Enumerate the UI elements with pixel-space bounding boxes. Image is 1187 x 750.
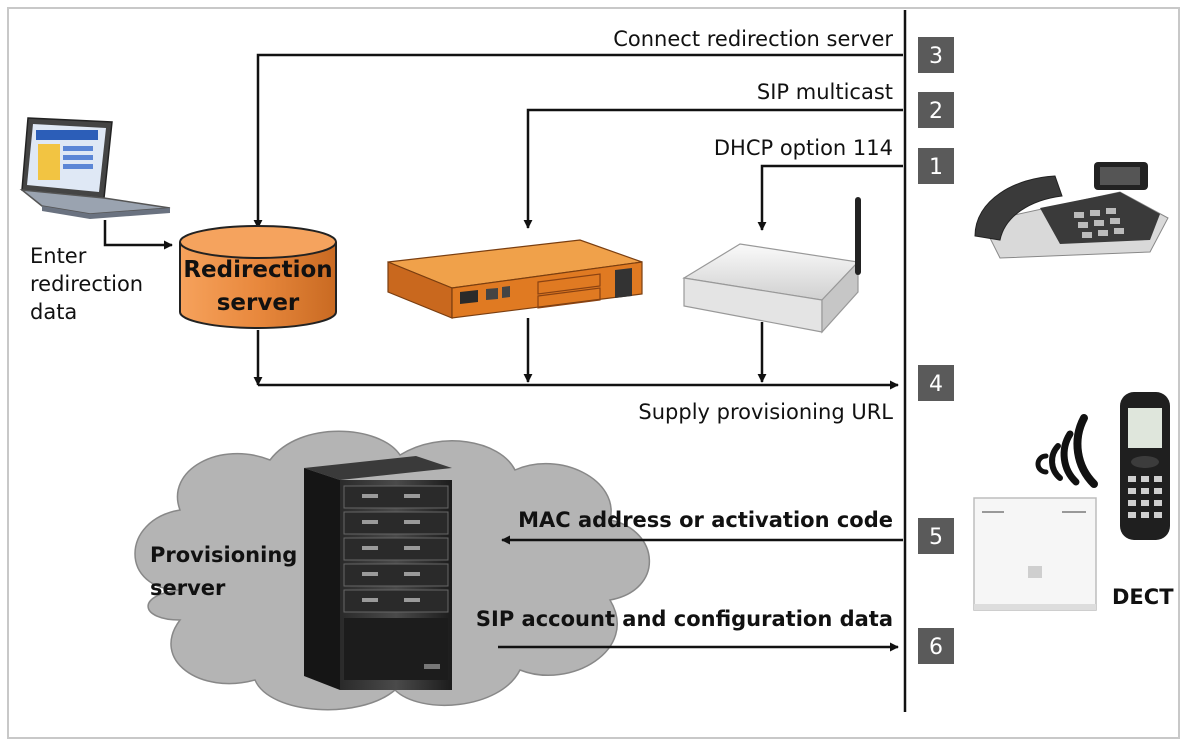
- redirection-server-label-line-2: server: [217, 290, 300, 316]
- step-badge-6: 6: [918, 628, 954, 664]
- step-5-label: MAC address or activation code: [518, 508, 893, 532]
- step-badge-5: 5: [918, 518, 954, 554]
- dect-base-station-icon: [973, 497, 1097, 611]
- laptop-label-line-3: data: [30, 300, 77, 324]
- laptop-icon: [19, 117, 171, 219]
- desk-phone-icon: [974, 162, 1169, 259]
- step-badge-4: 4: [918, 365, 954, 401]
- svg-text:3: 3: [929, 44, 943, 69]
- svg-text:5: 5: [929, 525, 943, 550]
- arrow-step-1: [757, 164, 903, 231]
- svg-text:4: 4: [929, 372, 943, 397]
- arrow-enter-data: [103, 220, 173, 250]
- arrow-step-3: [253, 53, 903, 229]
- redirection-server-icon: [179, 225, 337, 329]
- arrow-step-2: [523, 108, 903, 229]
- provisioning-server-label-line-1: Provisioning: [150, 543, 297, 567]
- svg-text:2: 2: [929, 99, 943, 124]
- dect-label: DECT: [1112, 585, 1174, 609]
- redirection-server-label-line-1: Redirection: [183, 257, 332, 283]
- step-badge-2: 2: [918, 92, 954, 128]
- dect-handset-icon: [1120, 392, 1170, 540]
- step-badge-3: 3: [918, 37, 954, 73]
- step-1-label: DHCP option 114: [714, 136, 893, 160]
- router-icon: [682, 197, 861, 334]
- laptop-label-line-2: redirection: [30, 272, 143, 296]
- diagram-frame: [7, 7, 1180, 739]
- step-6-label: SIP account and configuration data: [476, 607, 893, 631]
- rack-gateway-icon: [387, 239, 643, 319]
- step-2-label: SIP multicast: [757, 80, 893, 104]
- svg-text:1: 1: [929, 155, 943, 180]
- provisioning-server-label-line-2: server: [150, 576, 226, 600]
- provisioning-server-icon: [304, 456, 452, 690]
- step-3-label: Connect redirection server: [613, 27, 893, 51]
- step-4-label: Supply provisioning URL: [638, 400, 893, 424]
- step-badge-1: 1: [918, 148, 954, 184]
- svg-text:6: 6: [929, 635, 943, 660]
- wireless-signal-icon: [1035, 414, 1098, 488]
- laptop-label-line-1: Enter: [30, 244, 87, 268]
